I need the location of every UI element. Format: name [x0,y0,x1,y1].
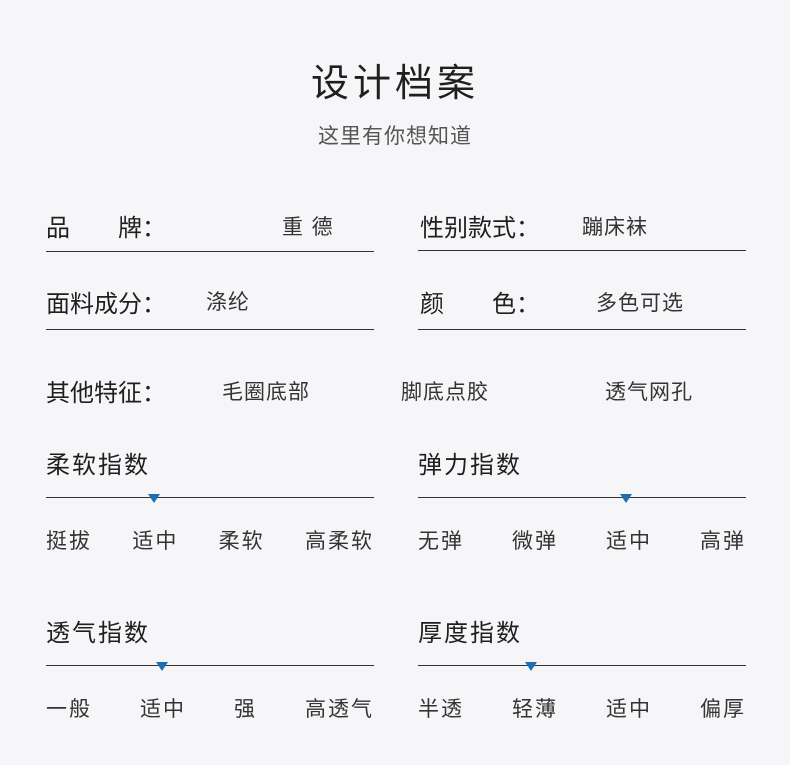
scale-label: 强 [234,697,257,721]
elasticity-title: 弹力指数 [418,451,522,479]
thickness-scale-labels: 半透 轻薄 适中 偏厚 [418,693,746,723]
thickness-title: 厚度指数 [418,619,522,647]
breathability-scale-line [46,662,374,671]
color-value: 多色可选 [596,291,684,315]
scale-label: 偏厚 [700,697,746,721]
scale-label: 适中 [140,697,186,721]
scale-label: 半透 [418,697,464,721]
scale-label: 微弹 [512,529,558,553]
material-label: 面料成分： [46,290,166,318]
breathability-scale-labels: 一般 适中 强 高透气 [46,693,374,723]
softness-scale-labels: 挺拔 适中 柔软 高柔软 [46,525,374,555]
gender-style-value: 蹦床袜 [582,215,648,239]
scale-label: 高柔软 [304,529,374,553]
color-divider [418,329,746,330]
brand-value: 重 德 [282,215,334,239]
scale-label: 高透气 [305,697,374,721]
page-subtitle: 这里有你想知道 [318,124,472,148]
features-label: 其他特征： [46,379,166,407]
scale-label: 轻薄 [512,697,558,721]
scale-label: 适中 [606,697,652,721]
brand-divider [46,251,374,252]
scale-label: 一般 [46,697,92,721]
scale-label: 无弹 [418,529,464,553]
gender-style-label: 性别款式： [420,214,540,242]
feature-item: 脚底点胶 [401,380,489,404]
softness-scale-line [46,494,374,503]
material-value: 涤纶 [206,290,250,314]
page-title: 设计档案 [310,61,479,105]
elasticity-scale-line [418,494,746,503]
gender-style-divider [418,250,746,251]
feature-item: 透气网孔 [605,380,693,404]
scale-label: 柔软 [218,529,265,553]
breathability-marker-icon [156,662,169,671]
scale-label: 适中 [132,529,179,553]
softness-marker-icon [148,494,161,503]
elasticity-scale-labels: 无弹 微弹 适中 高弹 [418,525,746,555]
color-label: 颜 色： [420,290,540,318]
elasticity-marker-icon [620,494,633,503]
scale-label: 高弹 [700,529,746,553]
scale-label: 挺拔 [46,529,92,553]
thickness-scale-line [418,662,746,671]
breathability-title: 透气指数 [46,619,150,647]
material-divider [46,329,374,330]
scale-label: 适中 [606,529,652,553]
feature-item: 毛圈底部 [222,380,310,404]
brand-label: 品 牌： [46,214,166,242]
thickness-marker-icon [525,662,538,671]
softness-title: 柔软指数 [46,451,150,479]
